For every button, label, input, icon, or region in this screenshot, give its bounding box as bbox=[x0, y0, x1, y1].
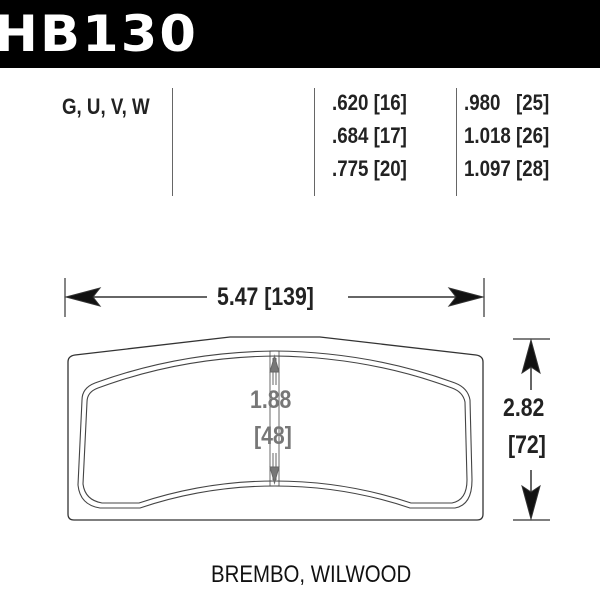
friction-outline-outer bbox=[77, 350, 473, 509]
height-dimension-line bbox=[513, 338, 550, 521]
column-divider bbox=[314, 88, 315, 196]
arrow-up-icon bbox=[269, 354, 280, 373]
arrow-up-icon bbox=[521, 338, 541, 375]
title-banner: HB130 bbox=[0, 0, 600, 68]
height-inches-label: 2.82 bbox=[503, 394, 545, 422]
arrow-right-icon bbox=[447, 287, 485, 307]
column-divider bbox=[456, 88, 457, 196]
arrow-down-icon bbox=[521, 484, 541, 521]
thickness-value: .980 [25] bbox=[464, 90, 550, 115]
inner-height-inches-label: 1.88 bbox=[250, 386, 292, 414]
compound-list: G, U, V, W bbox=[62, 94, 150, 119]
height-mm-label: [72] bbox=[508, 431, 546, 459]
thickness-value: .684 [17] bbox=[332, 123, 407, 148]
arrow-left-icon bbox=[64, 287, 102, 307]
arrow-down-icon bbox=[269, 466, 280, 485]
column-divider bbox=[172, 88, 173, 196]
pad-outline bbox=[67, 336, 484, 521]
friction-outline-inner bbox=[82, 355, 468, 504]
inner-height-mm-label: [48] bbox=[254, 422, 292, 450]
applications-label: BREMBO, WILWOOD bbox=[211, 561, 412, 588]
thickness-value: 1.097 [28] bbox=[464, 156, 550, 181]
thickness-value: .775 [20] bbox=[332, 156, 407, 181]
width-label: 5.47 [139] bbox=[217, 283, 314, 311]
thickness-value: 1.018 [26] bbox=[464, 123, 550, 148]
part-number: HB130 bbox=[0, 5, 199, 63]
width-dimension-line bbox=[64, 278, 485, 317]
thickness-value: .620 [16] bbox=[332, 90, 407, 115]
inner-height-dimension bbox=[269, 350, 280, 487]
